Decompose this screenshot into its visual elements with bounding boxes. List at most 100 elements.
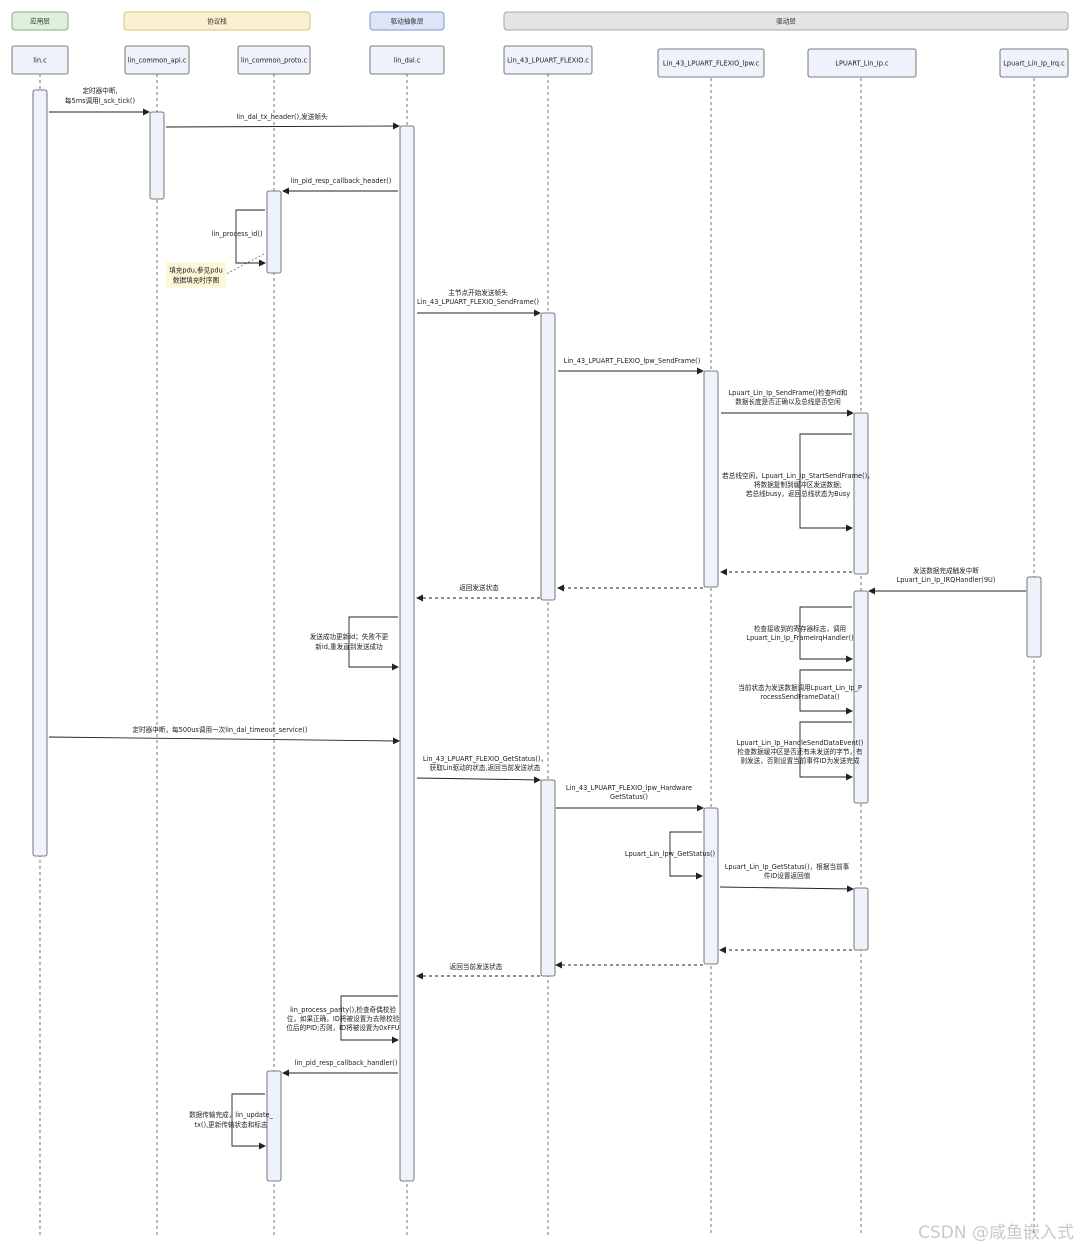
- message-label: Lin_43_LPUART_FLEXIO_GetStatus()，: [423, 755, 547, 763]
- message-label: 数据长度是否正确以及总线是否空闲: [735, 397, 841, 406]
- message-label: 若总线busy，返回总线状态为Busy: [746, 489, 850, 498]
- message-label: lin_process_parity(),检查奇偶校验: [290, 1005, 396, 1014]
- activation-common-api: [149, 111, 165, 200]
- activation-flexio-1: [540, 312, 556, 601]
- watermark-text: CSDN @咸鱼嵌入式: [918, 1223, 1074, 1243]
- activation-dal: [399, 125, 415, 1182]
- arrow-self-start-send-frame: [799, 433, 853, 532]
- activations: [32, 89, 1042, 1182]
- message-label: Lin_43_LPUART_FLEXIO_lpw_Hardware: [566, 784, 692, 792]
- message-label: 返回当前发送状态: [450, 962, 503, 971]
- message-label: Lpuart_Lin_Ip_GetStatus()，根据当前事: [725, 862, 850, 871]
- layer-label-protocol: 协议栈: [207, 17, 227, 26]
- activation-lin-ip-3: [853, 887, 869, 951]
- message-label: 主节点开始发送帧头: [448, 288, 508, 297]
- activation-flexio-2: [540, 779, 556, 977]
- participant-label: lin_common_proto.c: [241, 57, 308, 65]
- participant-label: Lin_43_LPUART_FLEXIO_lpw.c: [663, 60, 760, 68]
- activation-common-proto-1: [266, 190, 282, 274]
- message-label: tx(),更新传输状态和标志: [194, 1120, 267, 1129]
- layer-box-driver: [504, 12, 1068, 30]
- layer-box-app: [12, 12, 68, 30]
- message-label: Lpuart_Lin_Ip_IRQHandler(9U): [897, 576, 996, 584]
- participant-label: LPUART_Lin_Ip.c: [835, 60, 889, 68]
- layer-label-dal: 驱动抽象层: [391, 17, 424, 26]
- activation-lin: [32, 89, 48, 857]
- note: 填充pdu,参见pdu 数据填充时序图: [166, 253, 265, 288]
- message-label: 检查数据缓冲区是否还有未发送的字节，有: [737, 747, 863, 756]
- participant-common-api: lin_common_api.c: [124, 45, 190, 75]
- arrow-self-update-id: [348, 616, 399, 671]
- message-label: 定时器中断,: [82, 86, 117, 95]
- activation-flexio-lpw-2: [703, 807, 719, 965]
- message-label: lin_pid_resp_callback_handler(): [295, 1059, 398, 1067]
- layer-group-driver: 驱动层: [503, 11, 1069, 31]
- message-label: 则发送，否则设置当前事件ID为发送完成: [740, 756, 860, 765]
- message-label: Lpuart_Lin_Ip_SendFrame()检查Pid和: [728, 388, 847, 397]
- participant-headers: lin.c lin_common_api.c lin_common_proto.…: [11, 45, 1069, 78]
- message-label: rocessSendFrameData(): [760, 693, 839, 701]
- message-label: Lpuart_Lin_Ip_HandleSendDataEvent(): [737, 739, 864, 747]
- activation-lin-ip-1: [853, 412, 869, 575]
- message-label: 每5ms调用l_sck_tick(): [65, 96, 135, 105]
- layer-group-app: 应用层: [11, 11, 69, 31]
- message-label: Lpuart_Lin_Ip_FrameIrqHandler(): [746, 634, 853, 642]
- participant-common-proto: lin_common_proto.c: [237, 45, 311, 75]
- arrow-self-handle-send-data-event: [799, 721, 853, 781]
- message-label: 位，如果正确，ID将被设置为去除校验: [287, 1014, 400, 1023]
- arrow-self-process-parity: [340, 995, 399, 1044]
- participant-flexio: Lin_43_LPUART_FLEXIO.c: [503, 45, 593, 75]
- message-label: 位后的PID;否则，ID将被设置为0xFFU: [286, 1023, 399, 1032]
- participant-flexio-lpw: Lin_43_LPUART_FLEXIO_lpw.c: [657, 48, 765, 78]
- message-label: Lin_43_LPUART_FLEXIO_lpw_SendFrame(): [564, 357, 701, 365]
- activation-lin-ip-2: [853, 590, 869, 804]
- note-line: 填充pdu,参见pdu: [169, 266, 223, 275]
- activation-irq: [1026, 576, 1042, 658]
- participant-label: Lpuart_Lin_Ip_Irq.c: [1003, 60, 1065, 68]
- participant-label: lin_dal.c: [394, 57, 421, 65]
- arrow-get-status: [416, 776, 541, 784]
- participant-irq: Lpuart_Lin_Ip_Irq.c: [999, 48, 1069, 78]
- message-label: lin_dal_tx_header(),发送帧头: [236, 112, 328, 121]
- message-labels: 定时器中断, 每5ms调用l_sck_tick() lin_dal_tx_hea…: [65, 86, 996, 1129]
- message-label: 获取Lin驱动的状态,返回当前发送状态: [430, 763, 541, 772]
- arrow-ip-get-status: [719, 885, 854, 893]
- layer-box-dal: [370, 12, 444, 30]
- layer-group-protocol: 协议栈: [123, 11, 311, 31]
- message-label: 定时器中断，每500us调用一次lin_dal_timeout_service(…: [133, 725, 308, 734]
- message-label: 将数据复制到缓冲区发送数据;: [754, 480, 842, 489]
- layer-group-dal: 驱动抽象层: [369, 11, 445, 31]
- message-label: lin_process_id(): [212, 230, 263, 238]
- participant-lin-ip: LPUART_Lin_Ip.c: [807, 48, 917, 78]
- message-label: 件ID设置返回值: [764, 871, 811, 880]
- arrow-self-process-send-frame-data: [799, 669, 853, 715]
- message-label: 数据传输完成，lin_update_: [189, 1110, 274, 1119]
- participant-lin: lin.c: [11, 45, 69, 75]
- message-label: 返回发送状态: [459, 583, 499, 592]
- lifelines: [39, 74, 1035, 1236]
- activation-flexio-lpw-1: [703, 370, 719, 588]
- message-label: 发送成功更新id；失败不更: [310, 632, 389, 641]
- participant-label: Lin_43_LPUART_FLEXIO.c: [507, 57, 589, 65]
- message-arrows: [48, 108, 1026, 1150]
- message-label: 新id,重发直到发送成功: [315, 642, 383, 651]
- message-label: lin_pid_resp_callback_header(): [291, 177, 392, 185]
- participant-dal: lin_dal.c: [369, 45, 445, 75]
- participant-label: lin_common_api.c: [128, 57, 187, 65]
- message-label: Lpuart_Lin_lpw_GetStatus(): [625, 850, 715, 858]
- message-label: 若总线空闲，Lpuart_Lin_Ip_StartSendFrame()，: [722, 471, 874, 480]
- layer-box-protocol: [124, 12, 310, 30]
- message-label: 当前状态为发送数据调用Lpuart_Lin_Ip_P: [738, 683, 862, 692]
- participant-label: lin.c: [33, 57, 47, 65]
- layer-label-app: 应用层: [30, 17, 50, 26]
- message-label: 检查接收到的寄存器标志，调用: [754, 624, 846, 633]
- arrow-self-frame-irq-handler: [799, 606, 853, 663]
- arrow-self-update-tx: [231, 1093, 266, 1150]
- arrow-dal-tx-header: [165, 122, 400, 130]
- arrow-self-lpw-get-status: [669, 831, 703, 880]
- activation-common-proto-2: [266, 1070, 282, 1182]
- message-label: GetStatus(): [610, 793, 648, 801]
- arrow-self-process-id: [235, 209, 266, 267]
- message-label: 发送数据完成触发中断: [913, 566, 979, 575]
